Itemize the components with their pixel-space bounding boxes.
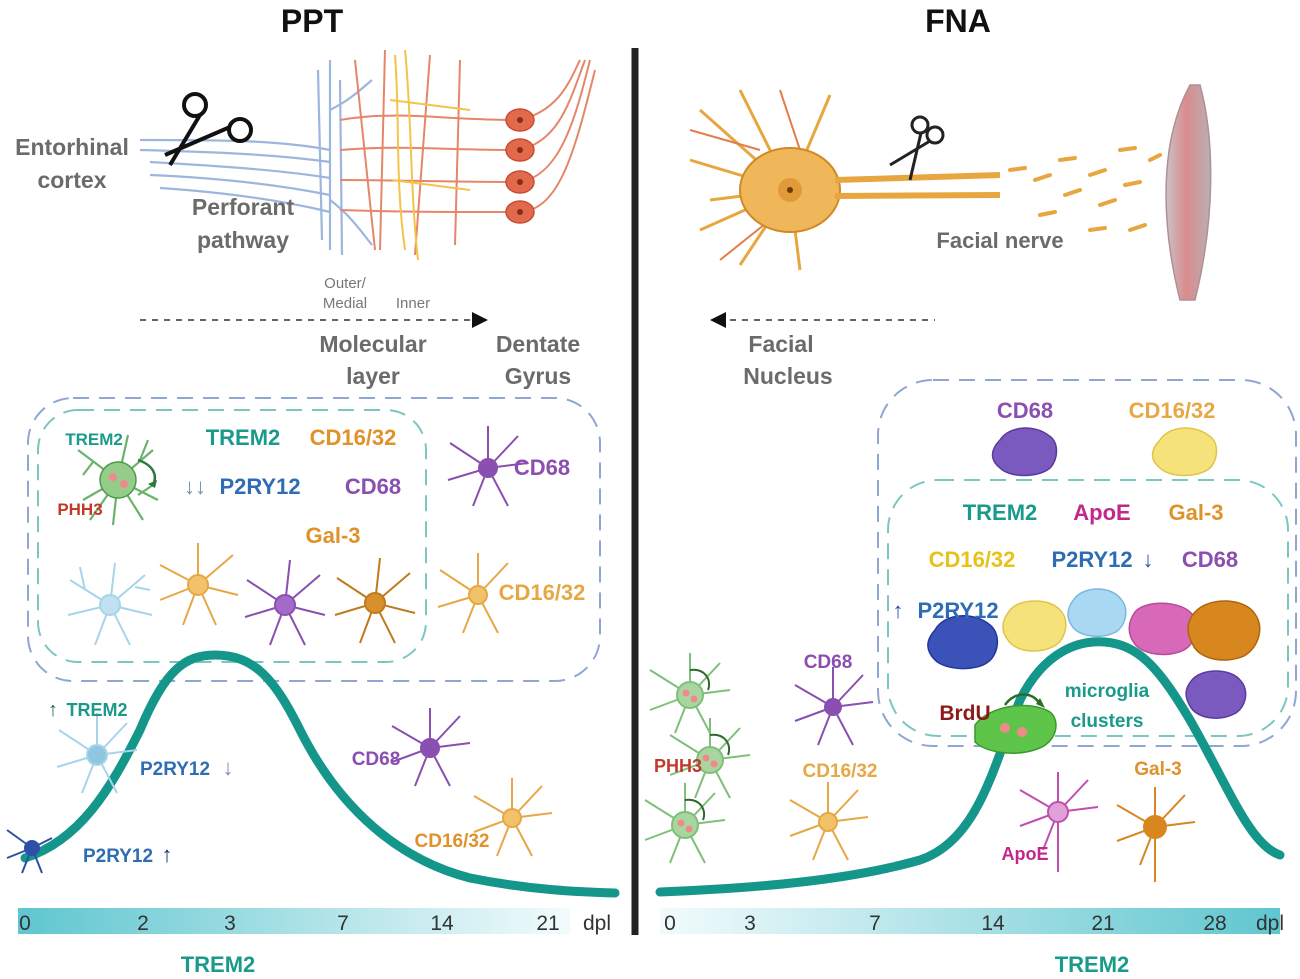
ppt-title: PPT xyxy=(281,3,344,39)
ppt-curve-microglia xyxy=(6,708,553,874)
ppt-curve-p2ry12-down: P2RY12 xyxy=(140,759,210,780)
granule-cells xyxy=(505,108,535,224)
entorhinal-label-1: Entorhinal xyxy=(15,134,129,160)
fna-timeline-bar xyxy=(660,908,1280,934)
ppt-tick-7: 7 xyxy=(337,912,349,935)
fna-cd68: CD68 xyxy=(804,652,853,673)
outer-label-1: Outer/ xyxy=(324,275,367,292)
ppt-box-arrows: ↓↓ xyxy=(184,474,206,499)
fna-gal3: Gal-3 xyxy=(1134,759,1182,780)
ppt-inner-dashed-box xyxy=(37,409,427,663)
ppt-box-microglia xyxy=(67,426,529,646)
facial-neuron-illustration xyxy=(689,89,1162,271)
facial-muscle-illustration xyxy=(1165,84,1212,301)
fna-title: FNA xyxy=(925,3,991,39)
fna-outer-cd16: CD16/32 xyxy=(1129,398,1216,423)
fna-box-down-arrow: ↓ xyxy=(1143,547,1154,572)
fna-box-p2ry12: P2RY12 xyxy=(1051,547,1132,572)
ppt-tick-21: 21 xyxy=(536,912,559,935)
ppt-curve-trem2: TREM2 xyxy=(66,700,127,720)
fna-apoe: ApoE xyxy=(1002,844,1049,864)
fna-box-brdu: BrdU xyxy=(939,702,990,725)
molecular-label-2: layer xyxy=(346,363,400,389)
fna-tick-0: 0 xyxy=(664,912,676,935)
dentate-label-2: Gyrus xyxy=(505,363,571,389)
ppt-tick-unit: dpl xyxy=(583,912,611,935)
scissors-icon xyxy=(889,115,945,181)
fna-phh3: PHH3 xyxy=(654,756,702,776)
entorhinal-label-2: cortex xyxy=(37,167,106,193)
ppt-box-cd68: CD68 xyxy=(345,474,401,499)
ppt-timeline-ticks: 0 2 3 7 14 21 dpl xyxy=(19,912,611,935)
fna-proliferating-microglia xyxy=(644,653,751,864)
fna-tick-3: 3 xyxy=(744,912,756,935)
fna-box-cd16: CD16/32 xyxy=(929,547,1016,572)
fna-direction-arrow xyxy=(710,312,935,328)
fna-amoeboid-microglia xyxy=(927,427,1261,719)
fna-cd16: CD16/32 xyxy=(803,761,878,782)
fna-box-trem2: TREM2 xyxy=(963,500,1038,525)
ppt-tick-2: 2 xyxy=(137,912,149,935)
fna-trem2-curve xyxy=(655,637,1285,897)
fna-timeline-ticks: 0 3 7 14 21 28 dpl xyxy=(664,912,1284,935)
dentate-label-1: Dentate xyxy=(496,331,580,357)
ppt-outer-dashed-box xyxy=(27,397,601,682)
ppt-box-p2ry12: P2RY12 xyxy=(219,474,300,499)
fna-tick-14: 14 xyxy=(981,912,1005,935)
perforant-pathway-illustration xyxy=(139,49,596,261)
microglia-cluster xyxy=(974,693,1057,754)
proliferating-microglia xyxy=(77,434,159,526)
perforant-label-1: Perforant xyxy=(192,194,295,220)
fna-tick-unit: dpl xyxy=(1256,912,1284,935)
fna-tick-28: 28 xyxy=(1203,912,1226,935)
ppt-timeline-label: TREM2 xyxy=(181,952,256,977)
fna-box-gal3: Gal-3 xyxy=(1168,500,1223,525)
facial-nucleus-label-1: Facial xyxy=(748,331,813,357)
fna-tick-21: 21 xyxy=(1091,912,1114,935)
fna-box-up-arrow: ↑ xyxy=(893,598,904,623)
ppt-box-phh3: PHH3 xyxy=(57,500,102,519)
ppt-outer-cd68: CD68 xyxy=(514,455,570,480)
ppt-outer-cd16: CD16/32 xyxy=(499,580,586,605)
fna-timeline-label: TREM2 xyxy=(1055,952,1130,977)
perforant-label-2: pathway xyxy=(197,227,289,253)
ppt-box-gal3: Gal-3 xyxy=(305,523,360,548)
ppt-curve-cd16: CD16/32 xyxy=(415,831,490,852)
fna-box-clusters-2: clusters xyxy=(1071,711,1144,732)
scissors-icon xyxy=(164,92,253,167)
ppt-curve-trem2-arrow: ↑ xyxy=(48,699,58,721)
fna-ramified-microglia xyxy=(789,667,1196,882)
facial-nucleus-label-2: Nucleus xyxy=(743,363,832,389)
ppt-timeline-bar xyxy=(18,908,570,934)
molecular-label-1: Molecular xyxy=(319,331,426,357)
ppt-curve-down-arrow: ↓ xyxy=(223,755,234,780)
fna-box-cd68: CD68 xyxy=(1182,547,1238,572)
ppt-direction-arrow xyxy=(140,312,488,328)
ppt-tick-0: 0 xyxy=(19,912,31,935)
ppt-curve-cd68: CD68 xyxy=(352,749,401,770)
ppt-curve-p2ry12-up: P2RY12 xyxy=(83,846,153,867)
ppt-box-trem2: TREM2 xyxy=(206,425,281,450)
outer-label-2: Medial xyxy=(323,295,367,312)
ppt-tick-3: 3 xyxy=(224,912,236,935)
facial-nerve-label: Facial nerve xyxy=(936,228,1063,253)
fna-box-p2ry12-up: P2RY12 xyxy=(917,598,998,623)
fna-box-clusters-1: microglia xyxy=(1065,681,1150,702)
ppt-box-cd16: CD16/32 xyxy=(310,425,397,450)
fna-box-apoe: ApoE xyxy=(1073,500,1130,525)
fna-inner-dashed-box xyxy=(887,479,1289,737)
ppt-tick-14: 14 xyxy=(430,912,454,935)
inner-label: Inner xyxy=(396,295,430,312)
fna-outer-cd68: CD68 xyxy=(997,398,1053,423)
ppt-box-trem2-small: TREM2 xyxy=(65,430,123,449)
fna-tick-7: 7 xyxy=(869,912,881,935)
fna-outer-dashed-box xyxy=(877,379,1297,747)
ppt-trem2-curve xyxy=(20,650,620,898)
ppt-curve-up-arrow: ↑ xyxy=(162,842,173,867)
